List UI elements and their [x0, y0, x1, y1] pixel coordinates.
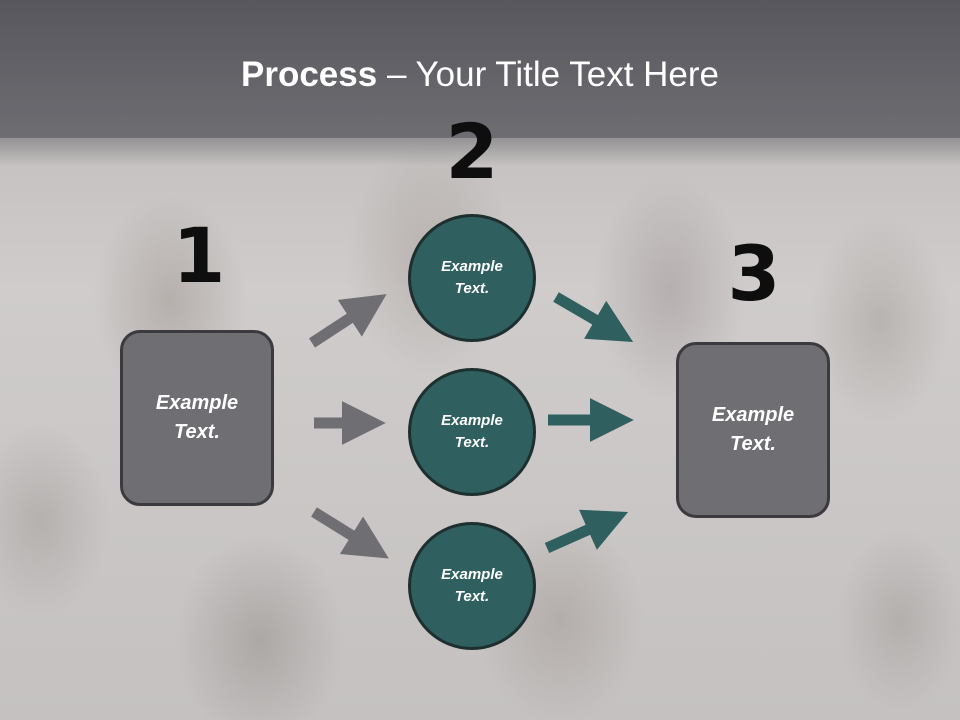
step-3-text: Example Text.	[711, 404, 795, 455]
step-number-1: 1	[172, 211, 226, 300]
title-rest: – Your Title Text Here	[377, 55, 719, 94]
title-bar-shadow	[0, 138, 960, 166]
step-number-3: 3	[727, 229, 781, 318]
circle-top-text: Example Text.	[441, 258, 503, 297]
slide-title: Process – Your Title Text Here	[0, 52, 960, 98]
step-number-2: 2	[445, 107, 499, 196]
step-1-box: Example Text.	[120, 330, 274, 506]
title-bold: Process	[241, 55, 378, 94]
title-bar	[0, 0, 960, 138]
circle-middle-text: Example Text.	[441, 412, 503, 451]
circle-bottom-text: Example Text.	[441, 566, 503, 605]
circle-top: Example Text.	[408, 214, 536, 342]
circle-middle: Example Text.	[408, 368, 536, 496]
step-1-text: Example Text.	[155, 392, 239, 443]
step-3-box: Example Text.	[676, 342, 830, 518]
circle-bottom: Example Text.	[408, 522, 536, 650]
